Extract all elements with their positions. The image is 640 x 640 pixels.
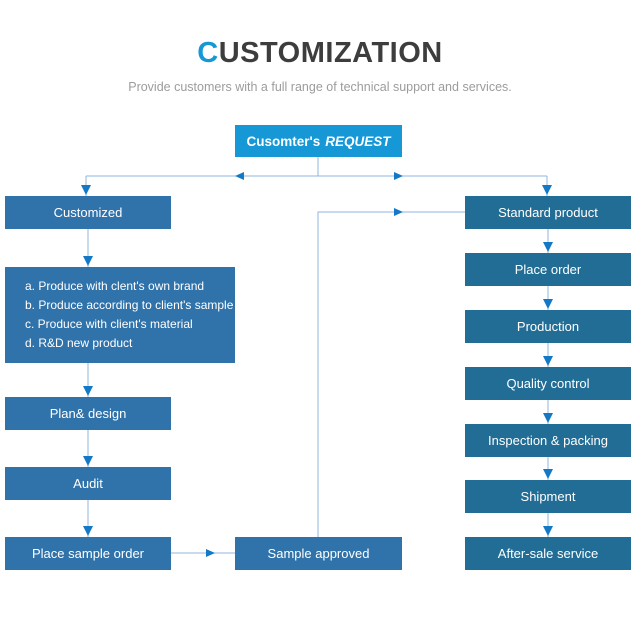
page-title: CUSTOMIZATION (0, 39, 640, 68)
node-place-sample-order: Place sample order (5, 537, 171, 570)
node-customized: Customized (5, 196, 171, 229)
customer-request-label-italic: REQUEST (325, 133, 391, 149)
arrowhead-branch-left-icon (235, 172, 244, 180)
connector-sampleapproved-standard (317, 211, 465, 537)
arrowhead-sampleapproved-standard-icon (394, 208, 403, 216)
arrowhead-into-customized-icon (81, 185, 91, 195)
arrowhead-into-placeorder-icon (543, 242, 553, 252)
arrowhead-into-sampleapproved-icon (206, 549, 215, 557)
option-line-b: b. Produce according to client's sample (25, 298, 234, 312)
node-quality-control: Quality control (465, 367, 631, 400)
node-audit: Audit (5, 467, 171, 500)
node-custom-options: a. Produce with clent's own brand b. Pro… (5, 267, 235, 363)
option-line-c: c. Produce with client's material (25, 317, 193, 331)
arrowhead-into-production-icon (543, 299, 553, 309)
arrowhead-into-options-icon (83, 256, 93, 266)
arrowhead-into-placesample-icon (83, 526, 93, 536)
customer-request-label: Cusomter's (246, 133, 321, 149)
node-plan-design: Plan& design (5, 397, 171, 430)
node-place-order: Place order (465, 253, 631, 286)
option-line-d: d. R&D new product (25, 336, 133, 350)
arrowhead-branch-right-icon (394, 172, 403, 180)
node-production: Production (465, 310, 631, 343)
node-standard-product: Standard product (465, 196, 631, 229)
title-accent-letter: C (197, 37, 219, 69)
arrowhead-into-inspection-icon (543, 413, 553, 423)
node-inspection-packing: Inspection & packing (465, 424, 631, 457)
arrowhead-into-standard-product-icon (542, 185, 552, 195)
arrowhead-into-shipment-icon (543, 469, 553, 479)
node-after-sale-service: After-sale service (465, 537, 631, 570)
page-subtitle: Provide customers with a full range of t… (128, 80, 512, 94)
node-sample-approved: Sample approved (235, 537, 402, 570)
arrowhead-into-aftersale-icon (543, 526, 553, 536)
arrowhead-into-audit-icon (83, 456, 93, 466)
title-rest: USTOMIZATION (218, 37, 443, 69)
option-line-a: a. Produce with clent's own brand (25, 279, 205, 293)
node-shipment: Shipment (465, 480, 631, 513)
arrowhead-into-quality-icon (543, 356, 553, 366)
arrowhead-into-plan-icon (83, 386, 93, 396)
node-customer-request: Cusomter's REQUEST (235, 125, 402, 157)
